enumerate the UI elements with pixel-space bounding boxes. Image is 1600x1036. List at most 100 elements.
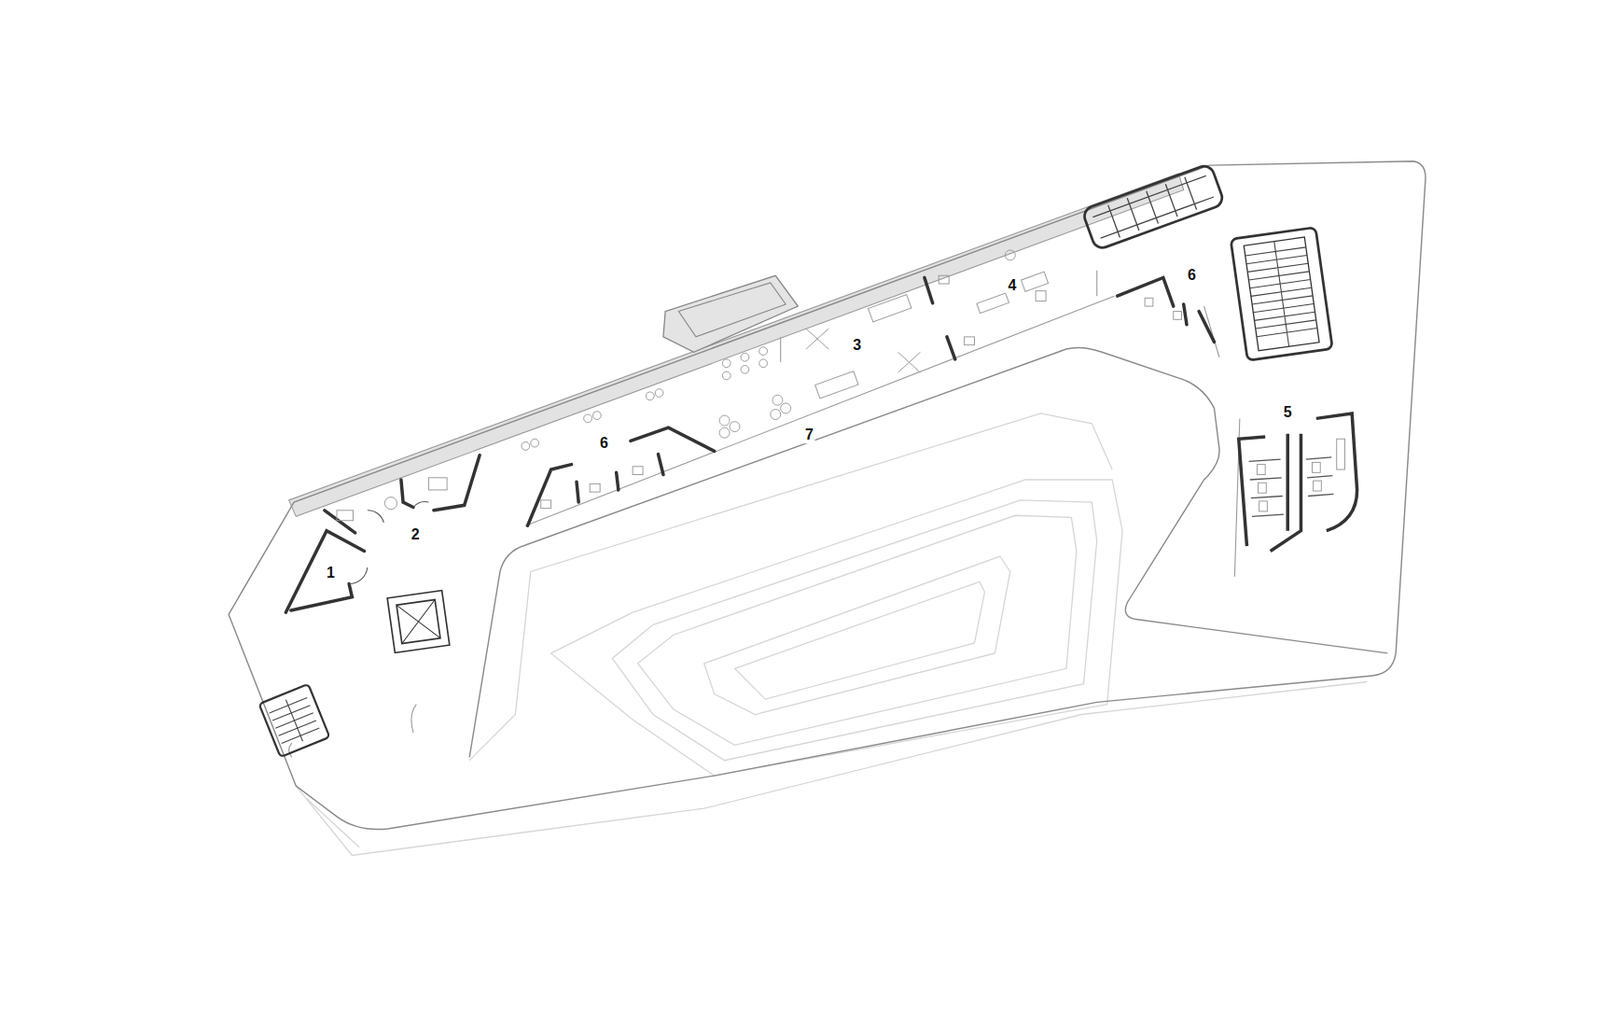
chair xyxy=(654,389,664,398)
void-outline xyxy=(638,514,1077,745)
roof-band xyxy=(289,173,1184,516)
chair xyxy=(729,421,740,432)
chair xyxy=(589,483,600,492)
basin xyxy=(1336,438,1346,470)
stair-inner xyxy=(1243,236,1320,351)
chair xyxy=(964,336,975,346)
partition-walls xyxy=(285,277,1214,613)
stair xyxy=(1081,163,1225,251)
elevator-shaft xyxy=(387,590,450,654)
void-outline xyxy=(735,581,986,699)
lower-edge xyxy=(469,413,1113,761)
void-outline xyxy=(704,556,1011,715)
wc xyxy=(1256,464,1266,475)
chair xyxy=(740,352,750,362)
chair xyxy=(759,347,768,356)
chair xyxy=(722,359,731,368)
wall xyxy=(433,455,480,511)
wall xyxy=(285,530,364,613)
room-number: 1 xyxy=(324,564,337,582)
wc xyxy=(1311,461,1321,473)
table xyxy=(1004,250,1016,261)
sofa xyxy=(1020,271,1048,292)
fixtures xyxy=(1256,438,1345,512)
lower-slab-edge xyxy=(306,797,360,847)
void-edge xyxy=(469,347,1388,757)
stair xyxy=(1230,227,1333,362)
room-number: 2 xyxy=(409,526,422,543)
wc xyxy=(1259,500,1268,512)
wall xyxy=(616,472,619,490)
chair xyxy=(719,415,730,426)
stair-treads xyxy=(266,691,322,749)
chair xyxy=(632,466,643,475)
lower-level-outline xyxy=(295,413,1367,856)
elevator-cross xyxy=(396,599,441,644)
void-outline xyxy=(551,479,1123,776)
wall xyxy=(946,336,956,360)
stair-treads xyxy=(1090,169,1216,244)
wall xyxy=(291,584,353,611)
stair xyxy=(259,683,331,757)
wc xyxy=(1313,480,1322,491)
chair xyxy=(593,411,602,420)
chair xyxy=(772,394,783,405)
void-outline xyxy=(612,500,1097,761)
wall xyxy=(1198,311,1214,343)
curtain-line xyxy=(411,704,417,734)
stair-outline xyxy=(1230,227,1333,362)
wall xyxy=(1183,304,1187,325)
room-number: 4 xyxy=(1006,277,1019,294)
curtain-line xyxy=(289,742,293,757)
wall xyxy=(528,464,572,527)
chair xyxy=(759,359,768,368)
wc xyxy=(1258,482,1267,493)
chair xyxy=(384,497,397,510)
wall xyxy=(576,481,579,502)
elevator xyxy=(387,590,450,654)
glass-line xyxy=(1204,306,1220,358)
wall xyxy=(630,427,715,451)
chair xyxy=(521,442,530,451)
table xyxy=(897,351,920,373)
door-swing xyxy=(367,510,384,523)
chair xyxy=(770,409,781,420)
lower-slab-edge xyxy=(295,681,1367,856)
wall xyxy=(401,479,414,508)
room-number: 5 xyxy=(1281,403,1294,421)
floor-slab-outline xyxy=(228,161,1426,830)
chair xyxy=(530,438,540,447)
chair xyxy=(740,365,750,375)
wall xyxy=(657,454,663,475)
door-swing xyxy=(348,567,368,584)
chair xyxy=(645,391,654,401)
table xyxy=(815,371,859,399)
elevator-car xyxy=(396,599,441,644)
chair xyxy=(722,371,731,380)
wall xyxy=(1117,277,1174,307)
roof-box-inner xyxy=(678,282,786,337)
glazing-line xyxy=(780,270,1098,362)
cubicle-partitions xyxy=(1249,457,1335,516)
stair-outline xyxy=(1081,163,1225,251)
chair xyxy=(780,403,792,414)
table xyxy=(806,328,829,349)
room-number: 7 xyxy=(803,426,816,444)
room-number: 6 xyxy=(598,434,611,452)
stair-outline xyxy=(259,683,331,757)
chair xyxy=(719,427,730,438)
table xyxy=(868,294,912,322)
wall xyxy=(924,277,933,303)
room-number: 3 xyxy=(850,336,863,354)
chair xyxy=(1144,297,1154,307)
roof-box xyxy=(663,275,798,352)
chair xyxy=(1173,311,1183,320)
chair xyxy=(938,275,949,284)
door-swings xyxy=(348,501,429,585)
roof-element xyxy=(663,275,798,352)
toilet-block xyxy=(1238,413,1358,552)
chair xyxy=(541,500,552,509)
chair xyxy=(584,414,593,423)
